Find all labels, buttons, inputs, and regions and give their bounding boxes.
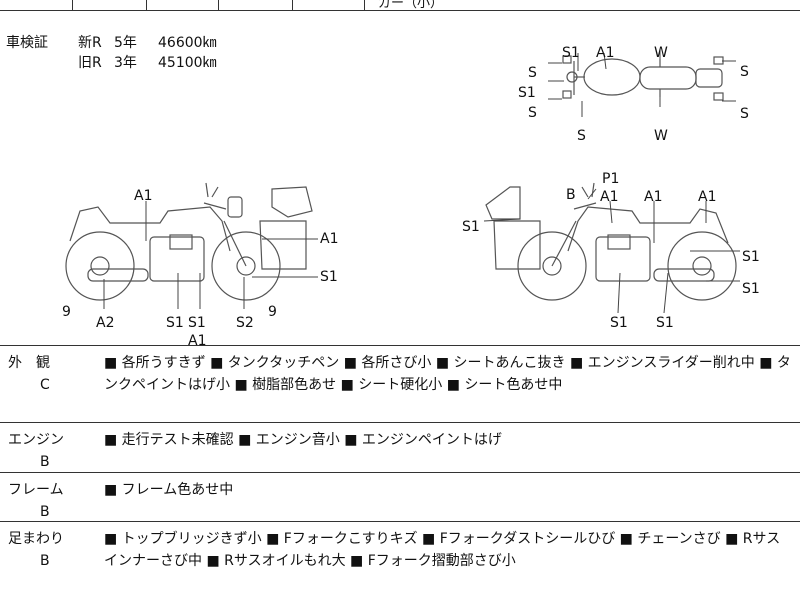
- label-right-p1: P1: [602, 171, 619, 187]
- label-left-a1: A1: [134, 188, 152, 204]
- condition-notes: ■ 各所うすきず ■ タンクタッチペン ■ 各所さび小 ■ シートあんこ抜き ■…: [104, 355, 791, 393]
- label-top-s1: S1: [562, 45, 580, 61]
- bike-left-view-icon: [65, 182, 313, 301]
- label-top-s: S: [740, 106, 749, 122]
- label-right-s1: S1: [656, 315, 674, 331]
- bike-right-view-icon: [485, 182, 737, 301]
- label-top-a1: A1: [596, 45, 614, 61]
- condition-notes: ■ フレーム色あせ中: [104, 482, 234, 498]
- label-top-w: W: [654, 45, 668, 61]
- shaken-year: 3年: [114, 55, 137, 71]
- label-right-s1: S1: [742, 249, 760, 265]
- damage-diagram-panel: 車検証 新R 5年 46600㎞ 旧R 3年 45100㎞: [0, 11, 800, 346]
- category-name: 外 観: [8, 355, 50, 371]
- shaken-km: 46600㎞: [158, 35, 217, 51]
- section-category: 足まわり B: [8, 528, 88, 572]
- label-top-s: S: [740, 64, 749, 80]
- label-left-s2: S2: [236, 315, 254, 331]
- label-top-w: W: [654, 128, 668, 144]
- shaken-row-new: 車検証 新R 5年 46600㎞: [6, 33, 217, 53]
- motorcycle-diagrams: S1 A1 W S S1 S S W S S A1 A1 S1 9 A2 S1 …: [62, 45, 760, 345]
- shaken-year: 5年: [114, 35, 137, 51]
- inspection-certificate-info: 車検証 新R 5年 46600㎞ 旧R 3年 45100㎞: [6, 33, 217, 73]
- label-top-s: S: [577, 128, 586, 144]
- section-suspension: 足まわり B ■ トップブリッジきず小 ■ Fフォークこすりキズ ■ Fフォーク…: [0, 522, 800, 600]
- label-top-s1-left: S1: [518, 85, 536, 101]
- condition-grade: B: [40, 553, 50, 569]
- condition-notes: ■ トップブリッジきず小 ■ Fフォークこすりキズ ■ Fフォークダストシールひ…: [104, 531, 781, 569]
- condition-notes: ■ 走行テスト未確認 ■ エンジン音小 ■ エンジンペイントはげ: [104, 432, 502, 448]
- label-top-s: S: [528, 65, 537, 81]
- column-divider: [364, 0, 365, 10]
- label-left-a1: A1: [320, 231, 338, 247]
- label-right-a1: A1: [698, 189, 716, 205]
- section-category: エンジン B: [8, 429, 88, 473]
- label-top-s: S: [528, 105, 537, 121]
- label-right-b: B: [566, 187, 576, 203]
- label-left-s1: S1: [320, 269, 338, 285]
- bike-top-view-icon: [562, 55, 724, 101]
- section-frame: フレーム B ■ フレーム色あせ中: [0, 473, 800, 522]
- shaken-kind: 旧R: [78, 55, 102, 71]
- label-right-s1: S1: [462, 219, 480, 235]
- label-right-s1: S1: [742, 281, 760, 297]
- label-left-a2: A2: [96, 315, 114, 331]
- category-name: 足まわり: [8, 531, 64, 547]
- section-engine: エンジン B ■ 走行テスト未確認 ■ エンジン音小 ■ エンジンペイントはげ: [0, 423, 800, 473]
- column-divider: [218, 0, 219, 10]
- category-name: エンジン: [8, 432, 64, 448]
- condition-grade: B: [40, 504, 50, 520]
- cut-off-header-text: ガー（小）: [378, 0, 444, 11]
- section-category: フレーム B: [8, 479, 88, 523]
- condition-grade: B: [40, 454, 50, 470]
- label-right-s1: S1: [610, 315, 628, 331]
- label-left-9: 9: [62, 304, 71, 320]
- shaken-kind: 新R: [78, 35, 102, 51]
- section-exterior: 外 観 C ■ 各所うすきず ■ タンクタッチペン ■ 各所さび小 ■ シートあ…: [0, 346, 800, 423]
- column-divider: [146, 0, 147, 10]
- column-divider: [72, 0, 73, 10]
- shaken-label: 車検証: [6, 35, 48, 51]
- label-left-a1: A1: [188, 333, 206, 345]
- category-name: フレーム: [8, 482, 64, 498]
- label-left-s1: S1: [188, 315, 206, 331]
- column-divider: [292, 0, 293, 10]
- section-category: 外 観 C: [8, 352, 88, 396]
- label-left-s1: S1: [166, 315, 184, 331]
- condition-grade: C: [40, 377, 50, 393]
- top-header-strip: ガー（小）: [0, 0, 800, 11]
- label-left-9: 9: [268, 304, 277, 320]
- label-right-a1: A1: [644, 189, 662, 205]
- shaken-row-old: 旧R 3年 45100㎞: [6, 53, 217, 73]
- label-right-a1: A1: [600, 189, 618, 205]
- shaken-km: 45100㎞: [158, 55, 217, 71]
